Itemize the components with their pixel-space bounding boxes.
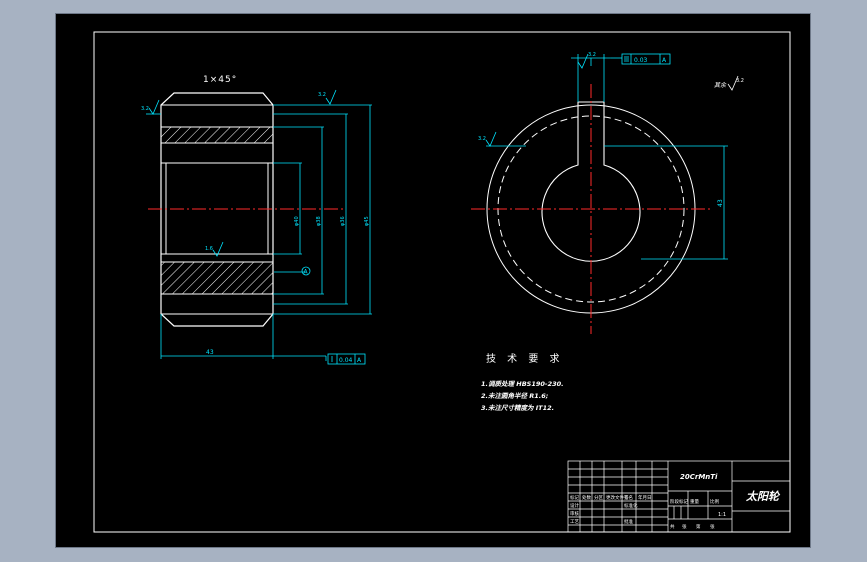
dim-width-43: 43 — [206, 349, 214, 356]
drawing-svg: 43 φ40 φ38 φ36 φ45 A 3.2 3.2 1.6 3.2 3.2… — [93, 31, 791, 533]
tech-req-heading: 技 术 要 求 — [486, 352, 564, 365]
tb-sheet-unit2: 张 — [710, 523, 715, 530]
tol-sym-value: 0.03 — [634, 57, 648, 64]
tb-stage-label: 阶段标记 — [670, 498, 688, 505]
roughness-4: 3.2 — [478, 136, 486, 142]
inner-border — [93, 31, 791, 533]
tol-frame-sym — [621, 53, 671, 65]
tol-runout-value: 0.04 — [339, 357, 353, 364]
tb-label-sign: 签名 — [624, 494, 633, 501]
roughness-rest-value: 3.2 — [736, 78, 744, 84]
tol-runout-datum: A — [357, 357, 362, 364]
tech-req-item-3: 3.未注尺寸精度为 IT12. — [481, 404, 554, 412]
tb-label-change: 更改文件号 — [606, 494, 629, 501]
roughness-3: 1.6 — [205, 246, 213, 252]
dim-dia-2: φ38 — [316, 216, 322, 226]
tb-standard: 标准化 — [624, 502, 638, 509]
datum-symbol — [301, 266, 311, 276]
title-block — [567, 460, 791, 533]
drawing-sheet: 43 φ40 φ38 φ36 φ45 A 3.2 3.2 1.6 3.2 3.2… — [55, 13, 811, 548]
section-view — [148, 92, 346, 327]
tb-weight-label: 重量 — [690, 498, 699, 505]
roughness-rest-mark — [727, 75, 739, 91]
tb-sheet-unit1: 张 — [682, 523, 687, 530]
tb-design: 设计 — [570, 502, 579, 509]
tb-review: 审核 — [570, 510, 579, 517]
datum-label: A — [304, 269, 309, 276]
tol-frame-runout — [327, 353, 366, 365]
hatch-top — [161, 127, 273, 143]
tb-part-name: 太阳轮 — [745, 490, 781, 503]
tb-label-date: 年月日 — [638, 494, 652, 501]
bore-keyway — [541, 101, 641, 262]
tb-sheet-no: 第 — [696, 523, 701, 530]
roughness-rest-label: 其余 — [714, 81, 727, 89]
tb-sheet-total: 共 — [670, 523, 675, 530]
tb-label-count: 处数 — [582, 494, 591, 501]
tb-label-zone: 分区 — [594, 494, 603, 501]
tb-approve: 批准 — [624, 518, 633, 525]
roughness-1: 3.2 — [141, 106, 149, 112]
tb-scale-value: 1:1 — [718, 512, 726, 518]
dim-keyway-43: 43 — [717, 199, 724, 207]
dim-dia-3: φ36 — [340, 216, 346, 226]
tol-sym-datum: A — [662, 57, 667, 64]
part-outline — [160, 92, 274, 327]
dim-dia-1: φ40 — [294, 216, 300, 226]
dim-dia-4: φ45 — [364, 216, 370, 226]
tb-material: 20CrMnTi — [680, 473, 718, 481]
roughness-5: 3.2 — [588, 52, 596, 58]
tb-label-mark: 标记 — [570, 494, 579, 501]
chamfer-note: 1×45° — [203, 75, 237, 85]
tb-scale-label: 比例 — [710, 498, 719, 505]
tech-req-item-1: 1.调质处理 HBS190-230. — [481, 380, 564, 388]
roughness-2: 3.2 — [318, 92, 326, 98]
tb-process: 工艺 — [570, 519, 579, 525]
tech-req-item-2: 2.未注圆角半径 R1.6; — [481, 392, 549, 400]
end-view — [471, 84, 711, 334]
hatch-bottom — [161, 262, 273, 294]
dimensions-right — [486, 54, 728, 260]
dimensions-left — [146, 104, 372, 361]
